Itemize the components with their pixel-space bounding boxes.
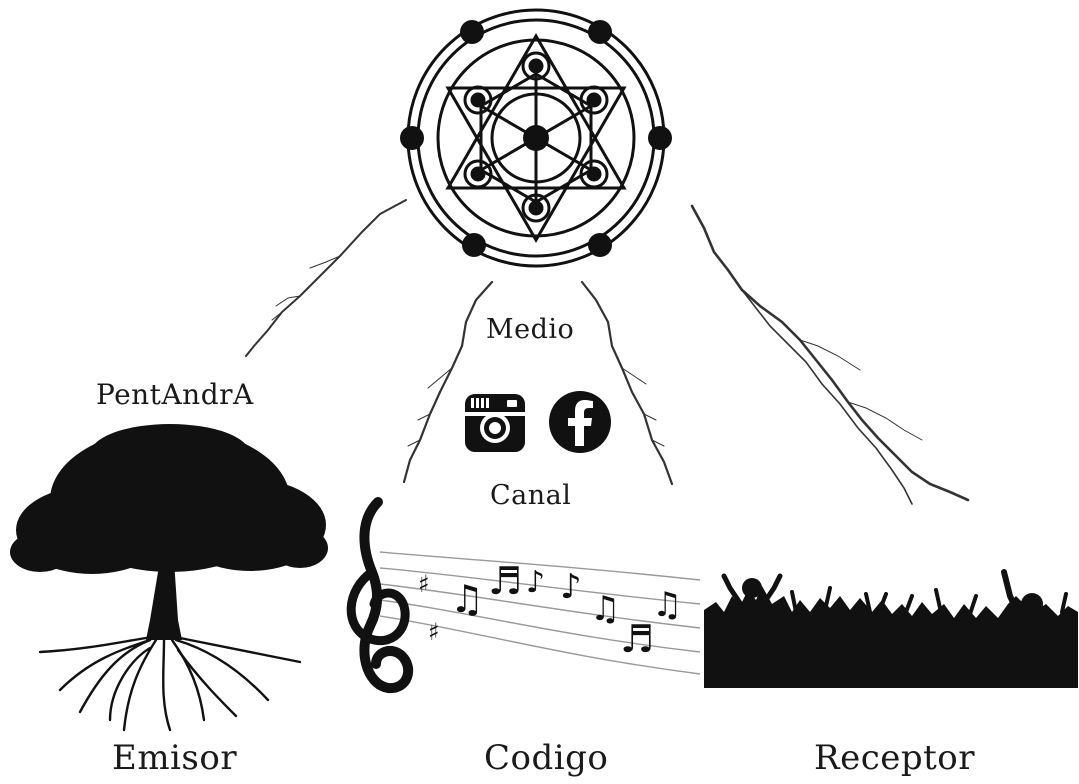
svg-text:♬: ♬ [488, 559, 522, 603]
svg-text:♯: ♯ [418, 570, 430, 598]
emisor-label: Emisor [112, 738, 237, 778]
band-name-label: PentAndrA [96, 378, 254, 411]
medio-label: Medio [486, 314, 574, 345]
svg-text:♪: ♪ [526, 565, 545, 600]
crowd-silhouette-icon [704, 572, 1078, 688]
facebook-icon [548, 390, 612, 454]
svg-text:♬: ♬ [620, 617, 654, 661]
tree-icon [10, 424, 328, 730]
treble-clef-icon [351, 502, 408, 688]
svg-text:♪: ♪ [560, 567, 582, 607]
hexagram-symbol-icon [400, 10, 672, 266]
codigo-label: Codigo [484, 738, 608, 778]
instagram-icon [463, 392, 527, 454]
canal-label: Canal [490, 480, 571, 511]
svg-text:♫: ♫ [450, 577, 484, 621]
svg-text:♫: ♫ [652, 585, 682, 625]
receptor-label: Receptor [814, 738, 975, 778]
svg-text:♫: ♫ [590, 589, 620, 629]
svg-text:♯: ♯ [428, 618, 440, 646]
